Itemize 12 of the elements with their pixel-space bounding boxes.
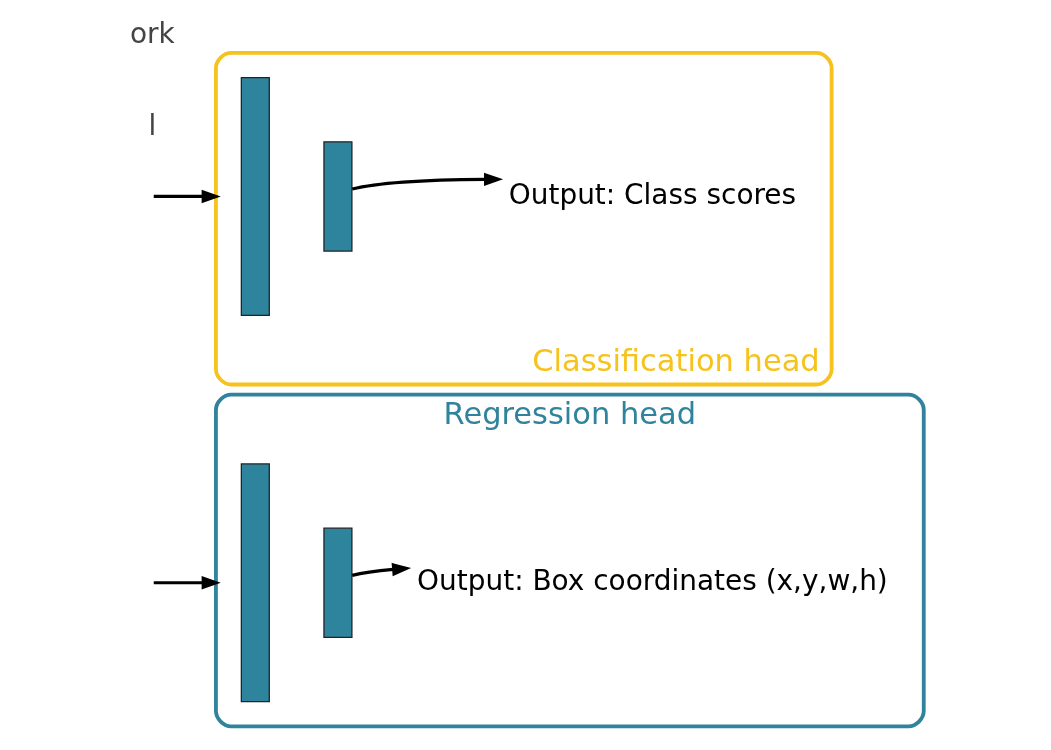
arrow: [153, 189, 221, 204]
arrow: [153, 576, 221, 590]
node-text: Output: Box coordinates (x,y,w,h): [416, 563, 888, 597]
arrow: [351, 172, 503, 191]
arrow: [351, 562, 411, 577]
node-bar: [240, 77, 270, 316]
node-bar: [322, 527, 353, 639]
label: l: [148, 108, 156, 142]
label: ork: [129, 17, 175, 51]
node-bar: [322, 141, 353, 252]
node-bar: [240, 463, 270, 703]
node-text: Output: Class scores: [508, 177, 796, 211]
